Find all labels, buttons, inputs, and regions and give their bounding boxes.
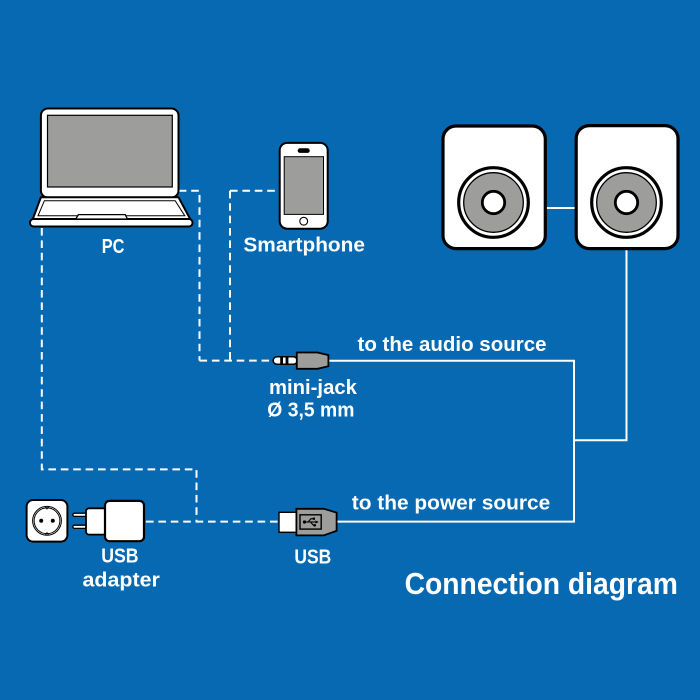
svg-text:Connection diagram: Connection diagram (405, 566, 678, 601)
svg-text:to the audio source: to the audio source (358, 334, 547, 356)
svg-text:Smartphone: Smartphone (243, 234, 365, 256)
svg-text:USB: USB (101, 546, 138, 568)
svg-text:Ø 3,5 mm: Ø 3,5 mm (267, 400, 354, 422)
svg-text:PC: PC (102, 236, 125, 258)
svg-text:mini-jack: mini-jack (269, 377, 358, 399)
svg-text:adapter: adapter (83, 569, 161, 591)
svg-text:USB: USB (294, 547, 331, 569)
svg-text:to the power source: to the power source (352, 493, 550, 515)
